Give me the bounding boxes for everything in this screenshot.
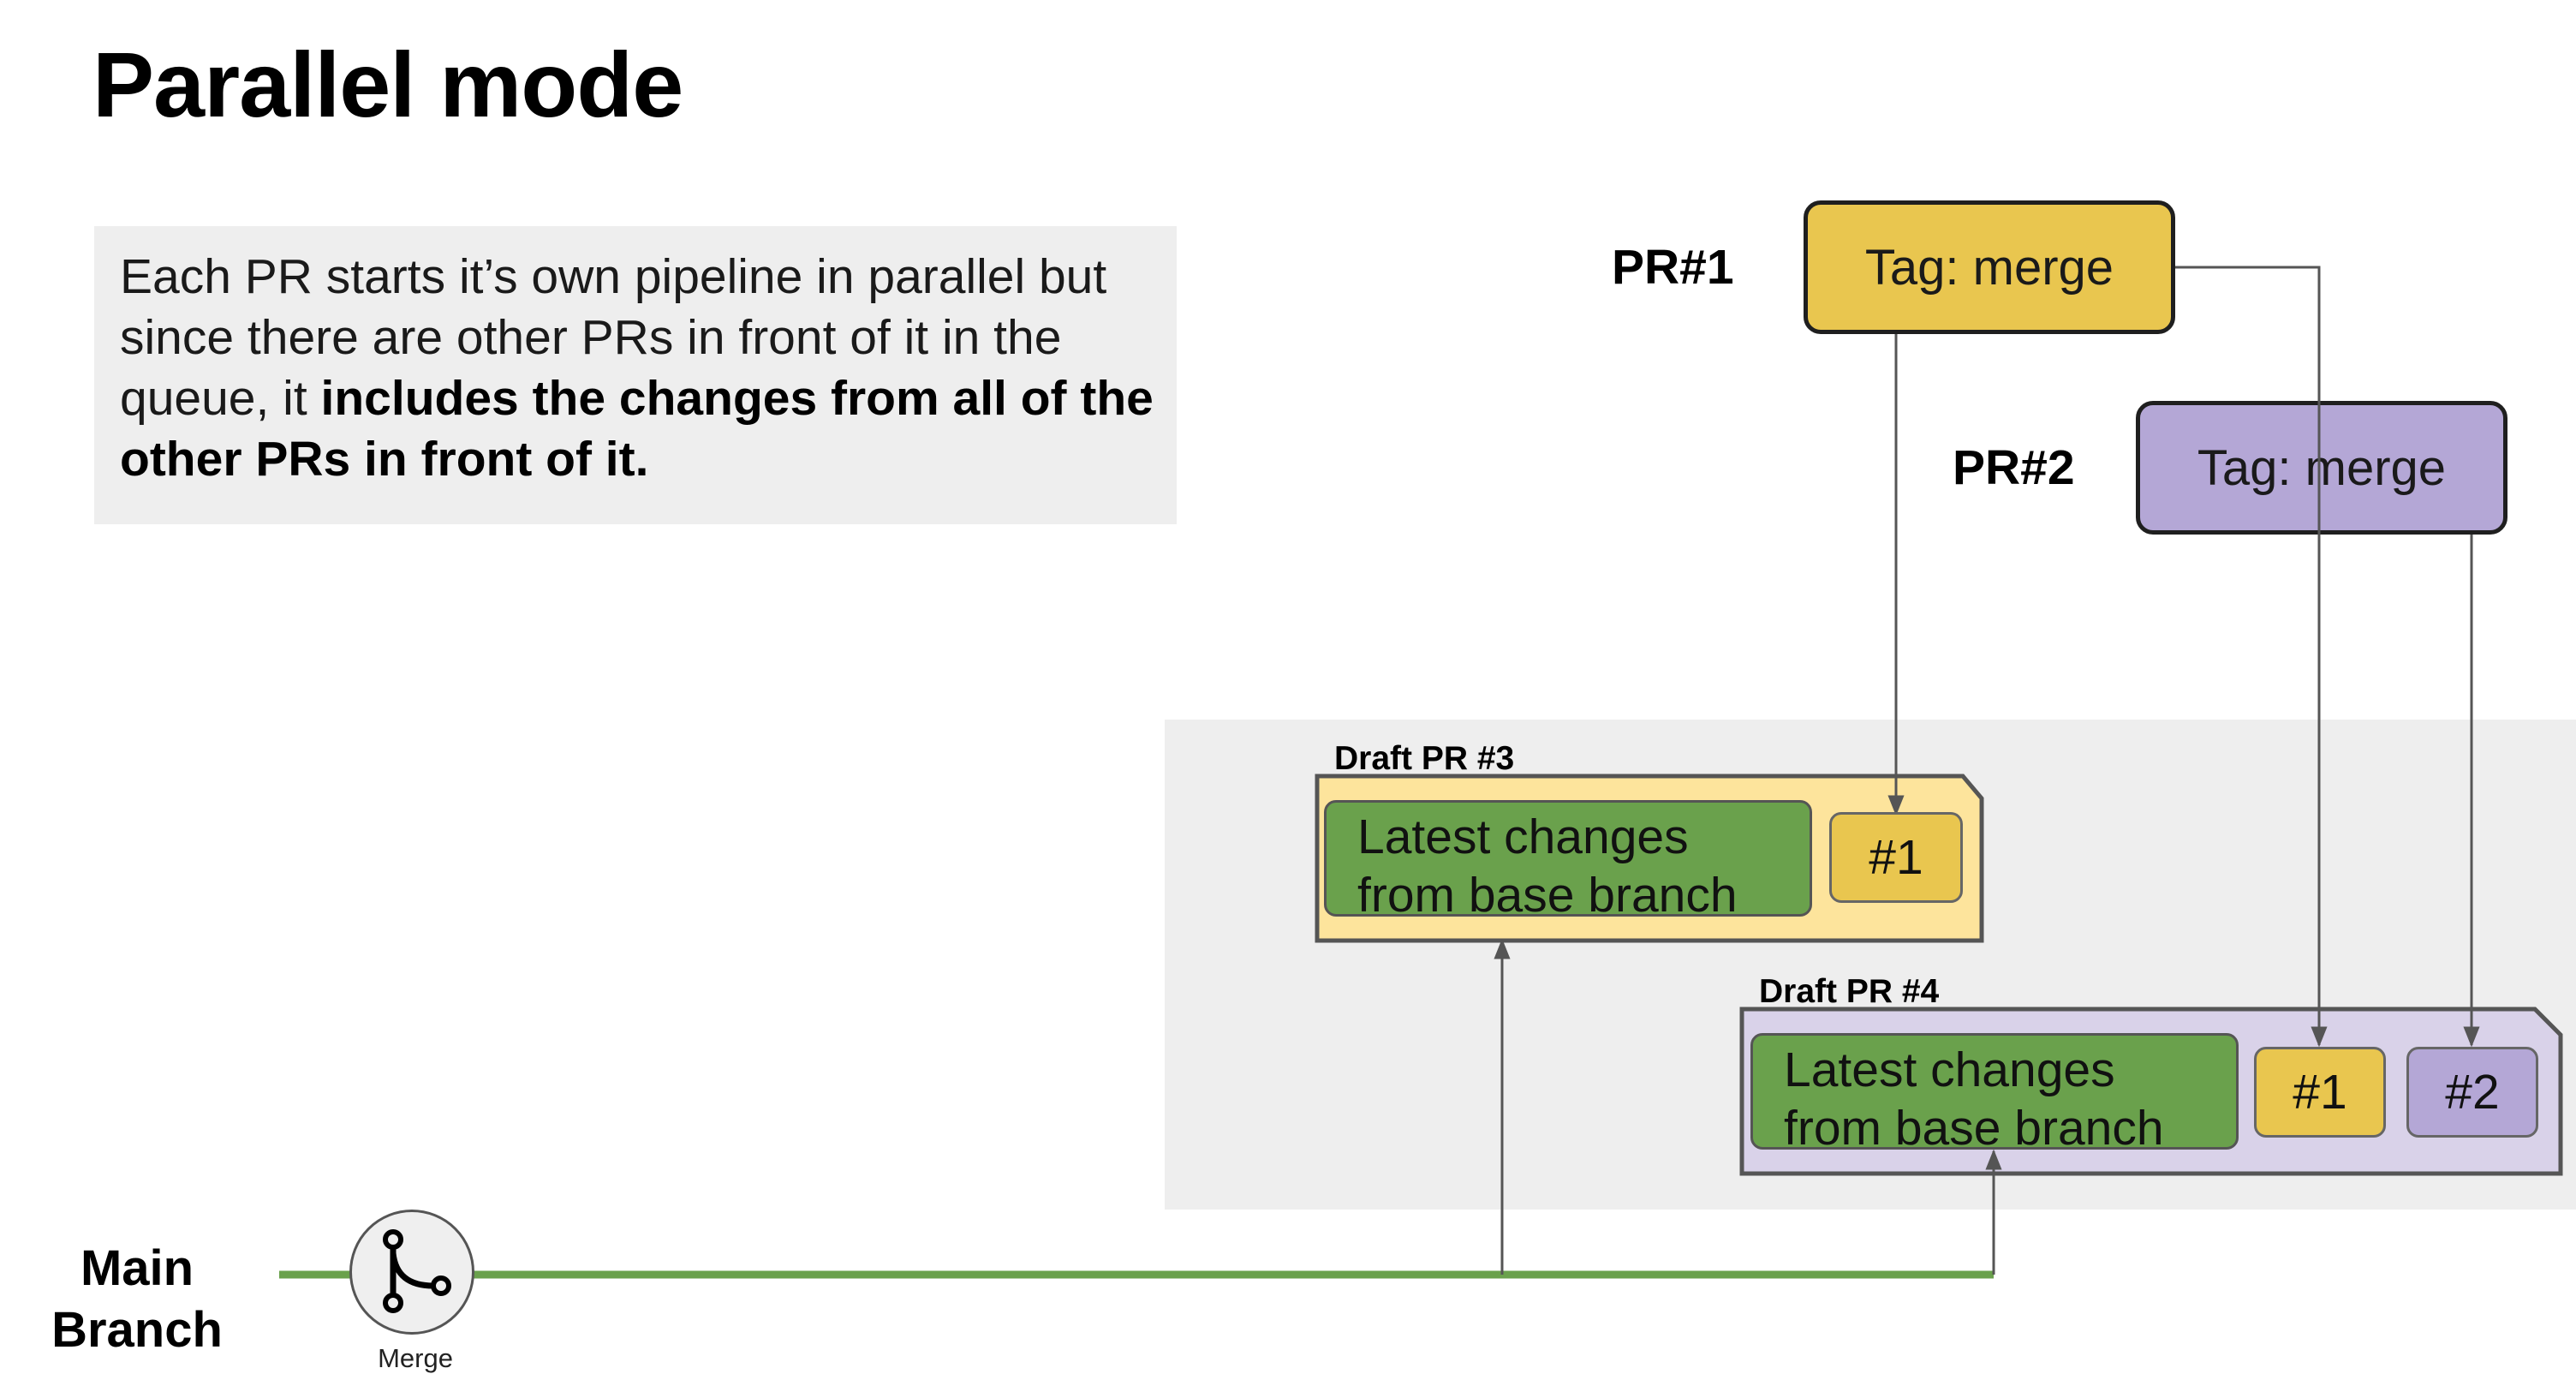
pr1-label: PR#1 — [1612, 240, 1734, 295]
draft4-latest-line-2: from base branch — [1784, 1101, 2164, 1156]
draft3-chip-1: #1 — [1829, 812, 1963, 903]
page-title: Parallel mode — [92, 33, 683, 136]
draft4-latest-line-1: Latest changes — [1784, 1042, 2115, 1097]
pr1-line-overlay — [2317, 401, 2321, 538]
draft3-latest-changes: Latest changes from base branch — [1324, 800, 1812, 923]
pr2-tag[interactable]: Tag: merge — [2136, 401, 2507, 535]
main-branch-label: Main Branch — [34, 1238, 240, 1361]
draft4-chip-2: #2 — [2406, 1047, 2538, 1138]
draft3-latest-line-1: Latest changes — [1357, 809, 1689, 864]
note-line-3-bold: includes the changes from all of the — [320, 371, 1154, 426]
note-text: Each PR starts it’s own pipeline in para… — [120, 247, 1165, 490]
main-branch-line-2: Branch — [51, 1302, 223, 1358]
draft4-label: Draft PR #4 — [1759, 973, 1940, 1010]
note-line-2: since there are other PRs in front of it… — [120, 310, 1062, 365]
draft3-latest-line-2: from base branch — [1357, 868, 1738, 923]
note-line-4: other PRs in front of it. — [120, 429, 1165, 490]
draft4-chip-1: #1 — [2254, 1047, 2386, 1138]
pr1-tag[interactable]: Tag: merge — [1804, 200, 2175, 334]
pr1-to-draft4-arrow — [2174, 266, 2328, 1048]
merge-caption: Merge — [378, 1343, 453, 1373]
note-line-3: queue, it includes the changes from all … — [120, 368, 1165, 429]
merge-icon — [383, 1229, 451, 1313]
merge-node[interactable] — [349, 1210, 474, 1335]
draft3-label: Draft PR #3 — [1334, 740, 1515, 777]
note-line-4-bold: other PRs in front of it. — [120, 432, 649, 487]
note-line-1: Each PR starts it’s own pipeline in para… — [120, 249, 1107, 304]
pr2-label: PR#2 — [1953, 440, 2075, 495]
note-box — [94, 226, 1177, 524]
note-line-3-plain: queue, it — [120, 371, 321, 426]
main-branch-line-1: Main — [80, 1240, 194, 1296]
draft4-latest-changes: Latest changes from base branch — [1750, 1033, 2239, 1156]
